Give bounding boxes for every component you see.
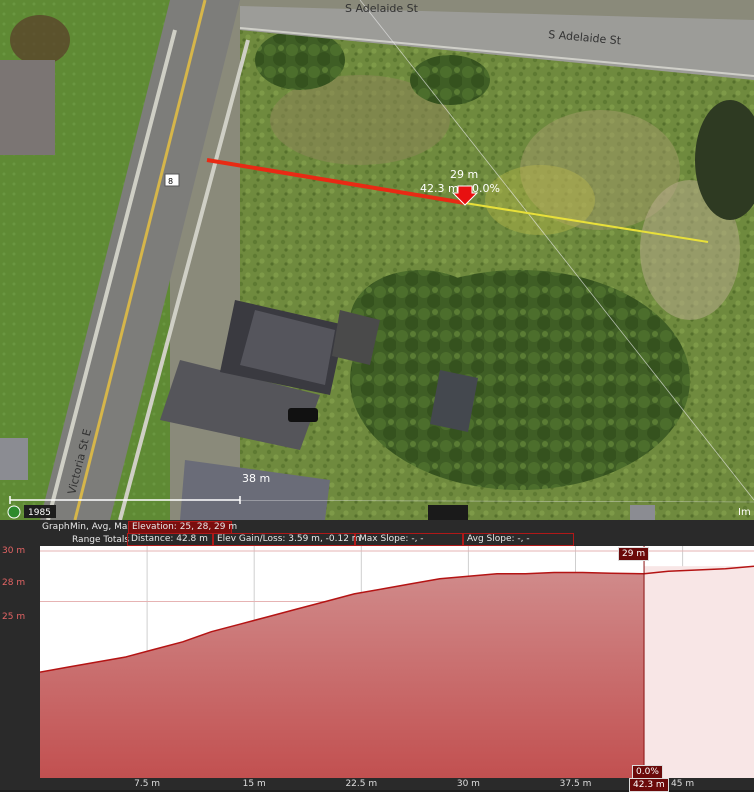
distance-field[interactable]: Distance: 42.8 m [127, 533, 213, 546]
imagery-year[interactable]: 1985 [28, 508, 51, 518]
path-distance-label: 42.3 m [420, 182, 459, 195]
elevation-area [40, 572, 644, 778]
cursor-arrow-icon[interactable] [451, 185, 479, 206]
history-clock-icon[interactable] [7, 505, 21, 519]
x-tick-label: 45 m [671, 779, 695, 789]
elevation-marker-label: 38 m [242, 472, 270, 485]
max-slope-field[interactable]: Max Slope: -, - [355, 533, 463, 546]
map-canvas[interactable]: S Adelaide St S Adelaide St Victoria St … [0, 0, 754, 520]
elev-gain-loss-field[interactable]: Elev Gain/Loss: 3.59 m, -0.12 m [213, 533, 361, 546]
route-marker-label: 8 [168, 177, 173, 186]
y-tick-label: 25 m [2, 612, 26, 622]
path-measured-segment [206, 158, 466, 205]
x-tick-label: 30 m [456, 779, 480, 789]
x-tick-label: 37.5 m [559, 779, 592, 789]
imagery-credit-text: Im [738, 507, 751, 518]
route-shield-icon [164, 173, 180, 187]
path-elevation-label: 29 m [450, 168, 478, 181]
elevation-profile-chart[interactable] [40, 546, 754, 778]
graph-modes[interactable]: Min, Avg, Max [70, 522, 133, 532]
satellite-map[interactable]: S Adelaide St S Adelaide St Victoria St … [0, 0, 754, 520]
cursor-elevation-badge: 29 m [618, 547, 650, 561]
street-label-adelaide: S Adelaide St [548, 28, 622, 47]
graph-label: Graph [42, 522, 70, 532]
x-tick-label: 22.5 m [345, 779, 378, 789]
range-totals-label: Range Totals [72, 535, 130, 545]
y-tick-label: 30 m [2, 546, 26, 556]
elevation-line [40, 565, 754, 673]
avg-slope-field[interactable]: Avg Slope: -, - [463, 533, 574, 546]
unmeasured-area [644, 566, 754, 778]
elevation-profile-panel: Graph Min, Avg, Max Elevation: 25, 28, 2… [0, 520, 754, 792]
path-slope-label: 0.0% [472, 182, 500, 195]
y-tick-label: 28 m [2, 578, 26, 588]
x-tick-label: 15 m [242, 779, 266, 789]
x-tick-label: 7.5 m [134, 779, 161, 789]
cursor-slope-badge: 0.0% [632, 765, 663, 779]
street-label-adelaide-top: S Adelaide St [345, 2, 419, 15]
path-remaining-segment [464, 202, 709, 243]
